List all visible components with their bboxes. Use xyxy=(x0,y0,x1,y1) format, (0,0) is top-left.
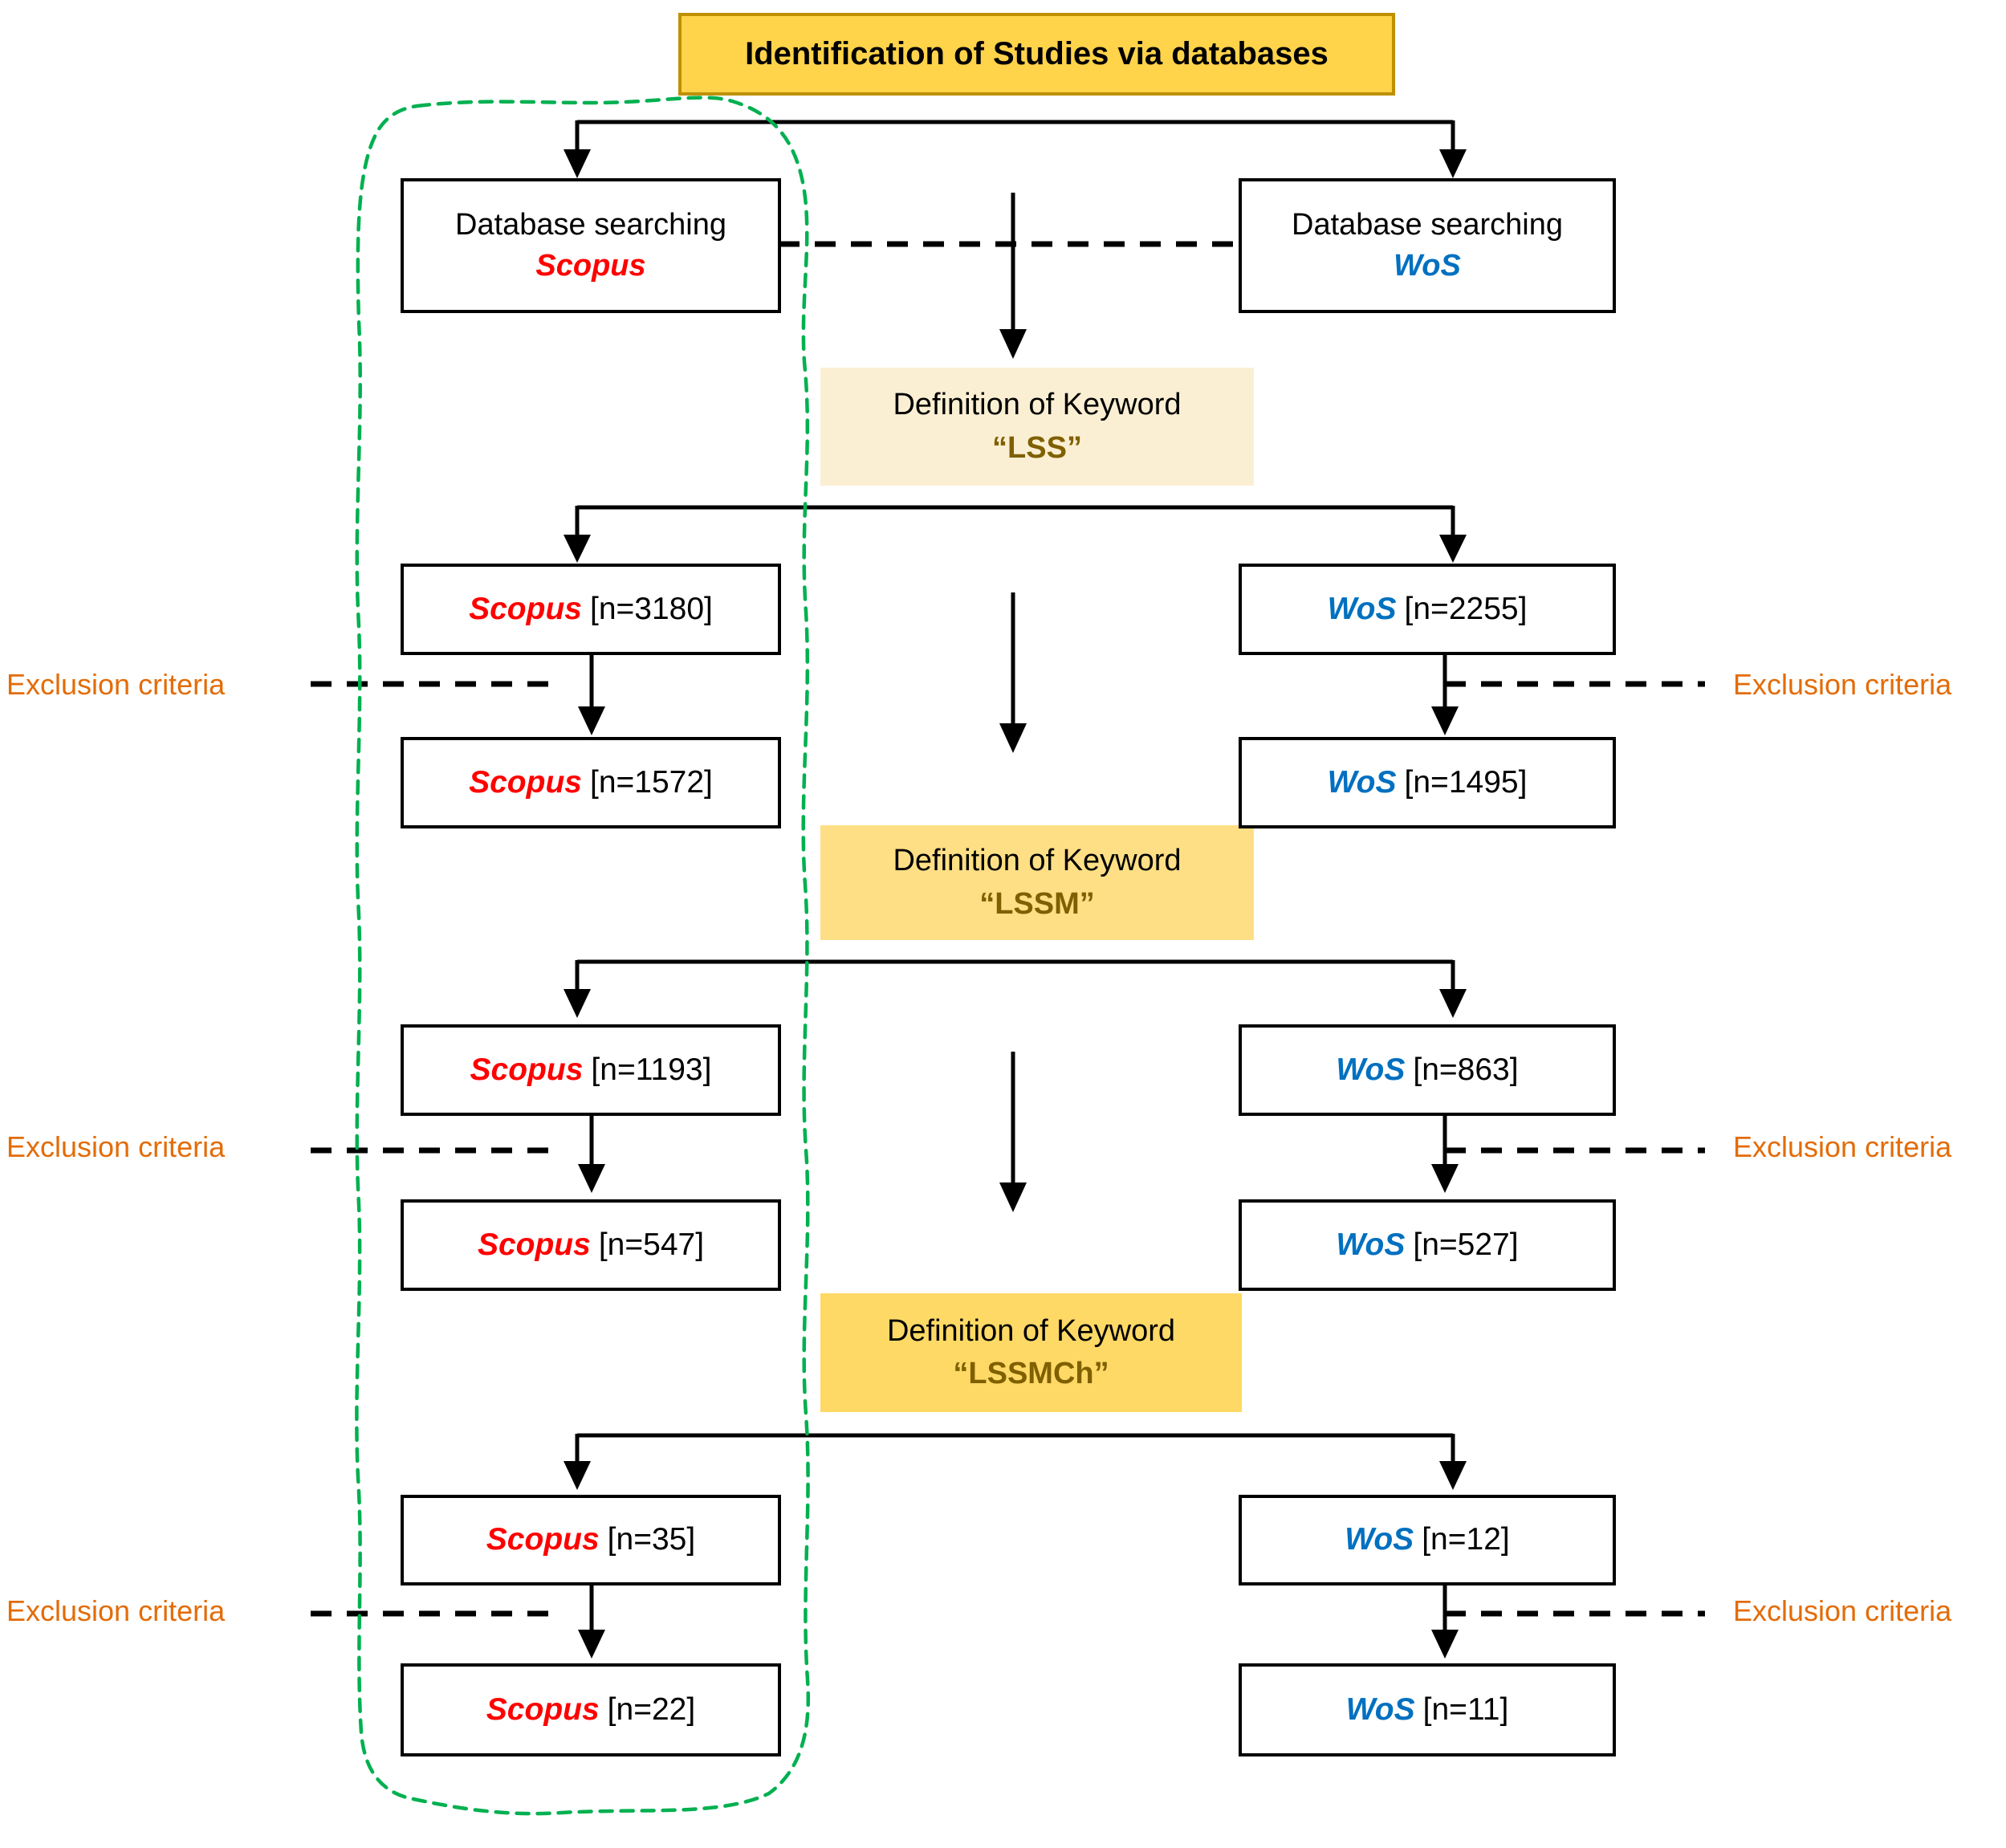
wos-lssm-in-box: WoS[n=863] xyxy=(1239,1024,1616,1116)
title-text: Identification of Studies via databases xyxy=(745,36,1329,71)
exclusion-criteria-label-left-3: Exclusion criteria xyxy=(6,1594,226,1627)
db-searching-scopus-box: Database searching Scopus xyxy=(401,178,781,313)
branch-lines xyxy=(575,120,1455,1631)
keyword-lssm-term: “LSSM” xyxy=(979,886,1095,921)
scopus-label: Scopus xyxy=(469,764,582,800)
scopus-lssm-in-box: Scopus[n=1193] xyxy=(401,1024,781,1116)
keyword-definition-label: Definition of Keyword xyxy=(893,844,1182,878)
wos-label: WoS xyxy=(1336,1052,1406,1087)
db-searching-label: Database searching xyxy=(455,207,726,242)
keyword-definition-label: Definition of Keyword xyxy=(893,388,1182,422)
wos-lssmch-out-box: WoS[n=11] xyxy=(1239,1663,1616,1756)
wos-lssm-out-box: WoS[n=527] xyxy=(1239,1199,1616,1291)
scopus-lssm-in-count: [n=1193] xyxy=(591,1052,712,1087)
scopus-lssm-out-count: [n=547] xyxy=(598,1227,705,1262)
scopus-lssm-out-box: Scopus[n=547] xyxy=(401,1199,781,1291)
scopus-lss-in-count: [n=3180] xyxy=(589,591,713,626)
wos-lss-out-box: WoS[n=1495] xyxy=(1239,737,1616,828)
wos-lssmch-in-count: [n=12] xyxy=(1422,1522,1510,1557)
scopus-lssmch-in-box: Scopus[n=35] xyxy=(401,1495,781,1585)
wos-label: WoS xyxy=(1327,591,1397,626)
keyword-definition-label: Definition of Keyword xyxy=(886,1313,1176,1348)
scopus-lss-out-count: [n=1572] xyxy=(589,764,713,800)
exclusion-criteria-label-left-2: Exclusion criteria xyxy=(6,1130,226,1163)
keyword-lssm-box: Definition of Keyword “LSSM” xyxy=(820,825,1254,940)
exclusion-criteria-label-right-1: Exclusion criteria xyxy=(1733,668,1952,701)
keyword-lssmch-box: Definition of Keyword “LSSMCh” xyxy=(820,1293,1242,1412)
wos-lss-out-count: [n=1495] xyxy=(1404,764,1528,800)
scopus-lssmch-out-count: [n=22] xyxy=(607,1691,696,1727)
exclusion-criteria-label-left-1: Exclusion criteria xyxy=(6,668,226,701)
exclusion-criteria-label-right-2: Exclusion criteria xyxy=(1733,1130,1952,1163)
keyword-lssmch-term: “LSSMCh” xyxy=(953,1357,1109,1390)
wos-lss-in-box: WoS[n=2255] xyxy=(1239,564,1616,655)
scopus-label: Scopus xyxy=(486,1691,600,1727)
scopus-label: Scopus xyxy=(486,1522,600,1557)
scopus-lssmch-in-count: [n=35] xyxy=(607,1522,696,1557)
wos-label: WoS xyxy=(1336,1227,1406,1262)
wos-label: WoS xyxy=(1345,1522,1414,1557)
wos-lssmch-out-count: [n=11] xyxy=(1422,1691,1509,1727)
scopus-lssmch-out-box: Scopus[n=22] xyxy=(401,1663,781,1756)
keyword-lss-box: Definition of Keyword “LSS” xyxy=(820,368,1254,486)
keyword-lss-term: “LSS” xyxy=(992,430,1082,465)
scopus-lss-out-box: Scopus[n=1572] xyxy=(401,737,781,828)
wos-lss-in-count: [n=2255] xyxy=(1404,591,1528,626)
scopus-label: Scopus xyxy=(470,1052,584,1087)
scopus-lss-in-box: Scopus[n=3180] xyxy=(401,564,781,655)
scopus-label: Scopus xyxy=(477,1227,591,1262)
db-searching-label: Database searching xyxy=(1292,207,1563,242)
scopus-label: Scopus xyxy=(469,591,582,626)
arrowheads xyxy=(564,149,1467,1659)
db-searching-wos-box: Database searching WoS xyxy=(1239,178,1616,313)
title-banner: Identification of Studies via databases xyxy=(678,13,1395,96)
exclusion-criteria-label-right-3: Exclusion criteria xyxy=(1733,1594,1952,1627)
wos-label: WoS xyxy=(1345,1691,1415,1727)
wos-lssmch-in-box: WoS[n=12] xyxy=(1239,1495,1616,1585)
scopus-label: Scopus xyxy=(535,249,646,283)
wos-label: WoS xyxy=(1327,764,1397,800)
scopus-column-green-outline xyxy=(355,96,811,1816)
dashed-links xyxy=(311,241,1705,1617)
wos-lssm-in-count: [n=863] xyxy=(1413,1052,1519,1087)
wos-label: WoS xyxy=(1394,249,1461,283)
wos-lssm-out-count: [n=527] xyxy=(1413,1227,1519,1262)
